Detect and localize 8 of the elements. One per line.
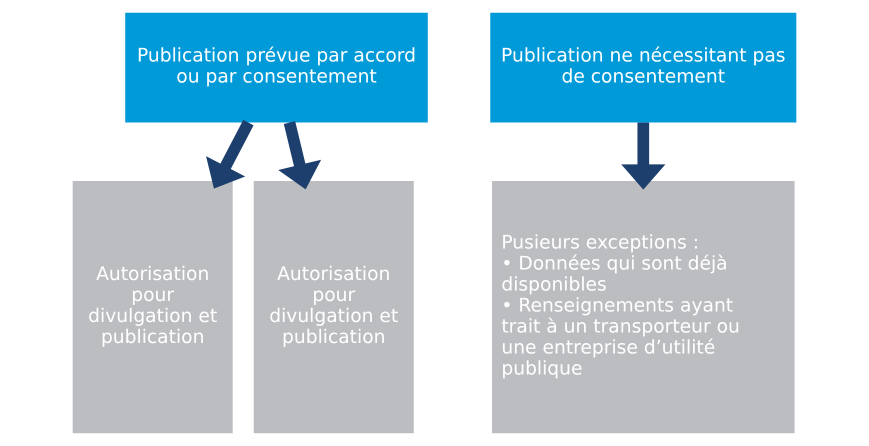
node-box: Publication prévue par accord ou par consentement <box>125 12 428 123</box>
arrow <box>278 121 322 190</box>
node-box: Autorisation pour divulgation et publication <box>254 180 414 434</box>
node-box: Publication ne nécessitant pas de consentement <box>490 12 796 123</box>
node-box: Autorisation pour divulgation et publication <box>72 180 233 434</box>
arrow <box>206 120 254 189</box>
arrow <box>621 122 666 190</box>
node-box: Pusieurs exceptions : • Données qui sont déjà disponibles • Renseignements ayant trait à un transporteur ou une entreprise d’utilité publique <box>492 180 795 434</box>
